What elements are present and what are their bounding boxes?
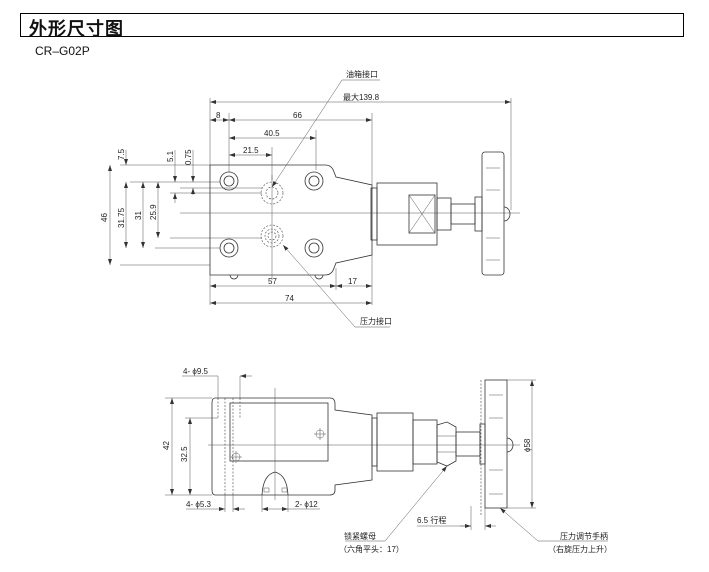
dim-31-75: 31.75: [117, 207, 126, 228]
dim-31: 31: [134, 211, 143, 220]
dim-21-5: 21.5: [243, 146, 259, 155]
dim-46: 46: [100, 213, 109, 222]
hex-nut: [408, 194, 436, 234]
top-view: 油箱接口 最大139.8 8 66 40.5 21.5 57 17 74 压力接…: [100, 69, 520, 328]
subplate-face: [229, 402, 329, 462]
dim-32-5: 32.5: [180, 446, 189, 462]
bonnet: [376, 182, 438, 246]
dim-40-5: 40.5: [264, 129, 280, 138]
callout-handle-note: （右旋压力上升）: [548, 544, 612, 554]
lock-nut: [436, 197, 452, 231]
dim-42: 42: [162, 441, 171, 450]
callout-lock-nut: 锁紧螺母: [344, 531, 376, 541]
dim-hole-5-3: 4- ϕ5.3: [186, 500, 211, 509]
dim-74: 74: [285, 294, 294, 303]
front-view: 4- ϕ9.5 42 32.5 4- ϕ5.3 2- ϕ12 6.5 行程 ϕ5…: [162, 367, 612, 554]
dim-57: 57: [268, 277, 277, 286]
dim-hole-9-5: 4- ϕ9.5: [183, 367, 208, 376]
front-handle: [484, 379, 508, 509]
front-lock-nut: [436, 421, 457, 467]
section-title-box: 外形尺寸图: [20, 13, 684, 40]
front-body-outline: [211, 397, 373, 496]
dim-17: 17: [348, 277, 357, 286]
model-number: CR–G02P: [35, 44, 90, 58]
dim-max-length-label: 最大139.8: [343, 92, 380, 102]
dim-7-5: 7.5: [117, 148, 126, 160]
stem: [450, 203, 476, 225]
tank-port-leader: [271, 79, 380, 188]
callout-pressure-port: 压力接口: [360, 316, 392, 326]
callout-handle: 压力调节手柄: [560, 531, 608, 541]
callout-lock-nut-note: （六角平头：17）: [339, 544, 404, 554]
dim-5-1: 5.1: [166, 150, 175, 162]
pressure-port-leader: [282, 244, 390, 328]
dim-hole-12: 2- ϕ12: [295, 500, 318, 509]
callout-tank-port: 油箱接口: [346, 69, 378, 79]
dim-0-75: 0.75: [184, 149, 193, 165]
dim-8: 8: [216, 111, 221, 120]
handle-knob: [481, 151, 505, 276]
handle-hub: [474, 196, 483, 232]
section-title: 外形尺寸图: [29, 19, 124, 40]
dim-dia-58: ϕ58: [523, 438, 532, 452]
mounting-holes: [219, 171, 324, 258]
handle-leader: [499, 507, 608, 542]
lock-nut-leader: [345, 465, 448, 542]
dim-stroke: 6.5 行程: [417, 515, 446, 525]
dim-66: 66: [293, 111, 302, 120]
dim-25-9: 25.9: [149, 204, 158, 220]
